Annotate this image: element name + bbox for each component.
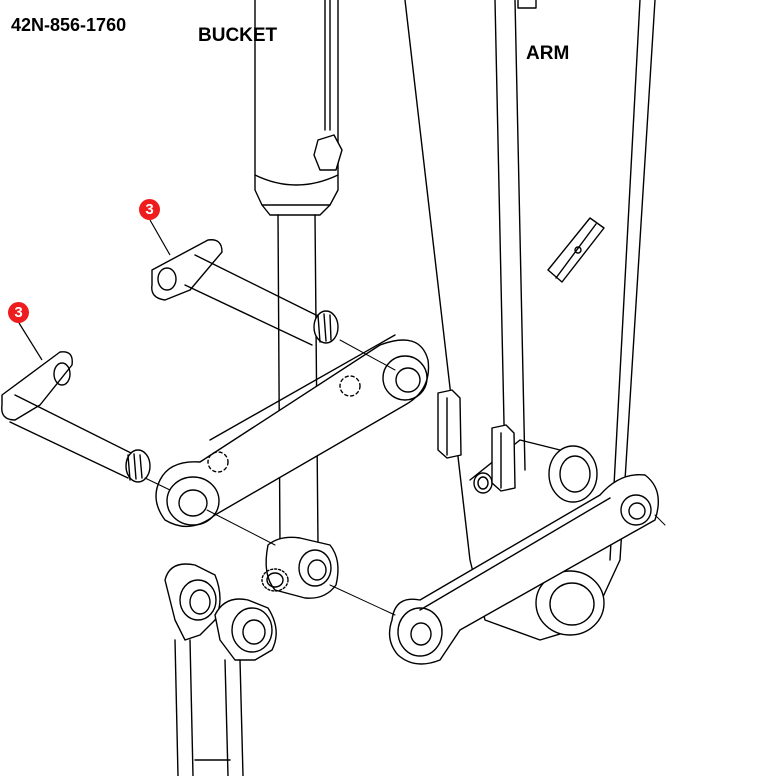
assembly-lines <box>144 339 666 616</box>
rod-eye <box>261 536 339 599</box>
part-number: 42N-856-1760 <box>11 15 127 35</box>
lower-pin <box>1 351 151 483</box>
bucket-cylinder <box>254 0 343 546</box>
arm-label: ARM <box>526 43 570 64</box>
bucket-label: BUCKET <box>198 25 278 46</box>
callout-pin-lower: 3 <box>8 302 29 323</box>
arm-body <box>404 0 656 641</box>
upper-pin <box>151 239 339 346</box>
bucket-brackets <box>164 563 277 776</box>
lower-link <box>388 473 659 665</box>
upper-link <box>155 334 430 528</box>
callout-pin-upper: 3 <box>139 199 160 220</box>
